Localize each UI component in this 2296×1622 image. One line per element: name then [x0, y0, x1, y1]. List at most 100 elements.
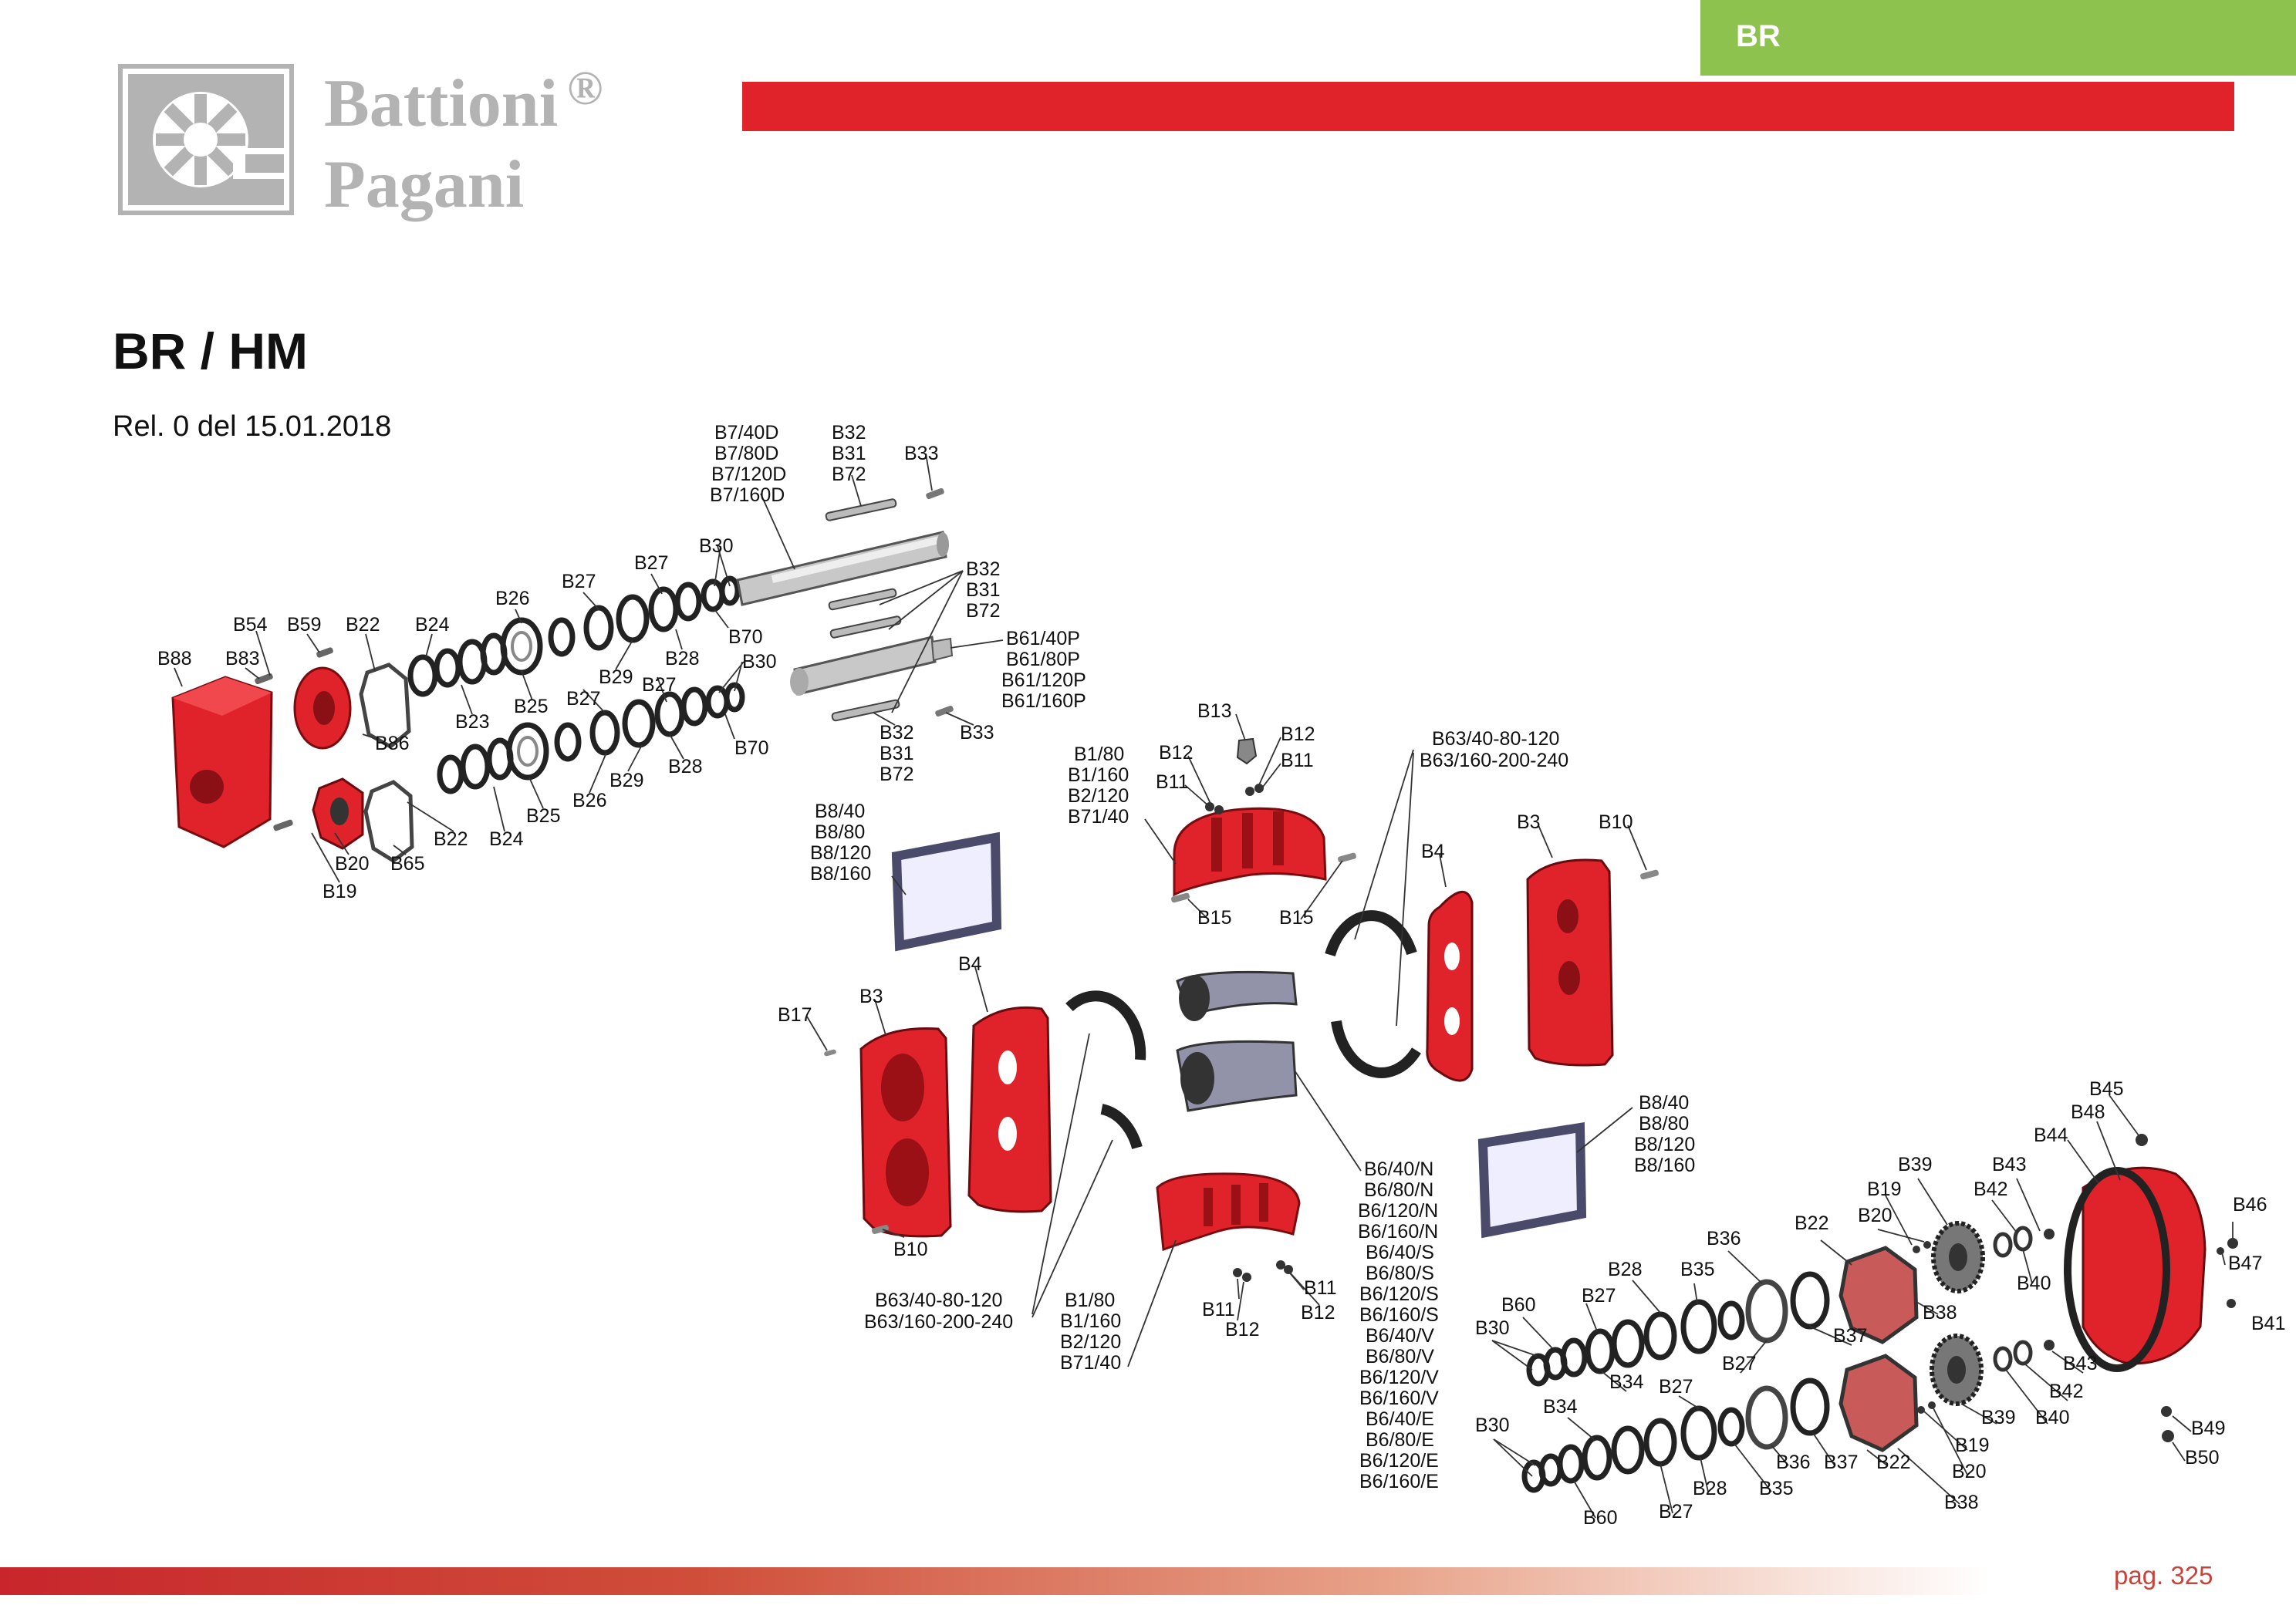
part-label: B6/80/V — [1366, 1346, 1434, 1367]
part-label: B22 — [346, 614, 380, 636]
part-label: B6/80/E — [1366, 1429, 1434, 1451]
part-label: B30 — [699, 535, 733, 557]
nuts-b43-b19-b20 — [1913, 1229, 2055, 1414]
part-label: B19 — [1867, 1179, 1901, 1200]
part-label: B24 — [415, 614, 450, 636]
part-label: B39 — [1898, 1154, 1932, 1175]
part-label: B4 — [958, 953, 982, 975]
part-label: B83 — [225, 648, 259, 669]
part-label: B6/40/V — [1366, 1325, 1434, 1347]
leader-lines — [174, 453, 2234, 1519]
part-label: B7/120D — [711, 464, 786, 485]
gasket-b8-lower — [1477, 1121, 1587, 1239]
gearbox-housing-b88 — [171, 676, 273, 848]
part-label: B44 — [2034, 1125, 2068, 1146]
part-label: B34 — [1609, 1371, 1644, 1393]
part-label: B48 — [2071, 1101, 2105, 1123]
release-date: Rel. 0 del 15.01.2018 — [113, 410, 392, 443]
part-label: B28 — [1693, 1478, 1727, 1499]
part-label: B27 — [1659, 1376, 1693, 1398]
part-label: B61/120P — [1001, 669, 1086, 691]
part-label: B20 — [1952, 1461, 1986, 1482]
battioni-pagani-logo — [118, 64, 294, 215]
fitting-b13 — [1236, 737, 1258, 765]
pins-b33 — [926, 487, 954, 717]
part-label: B19 — [1955, 1435, 1989, 1456]
part-label: B1/160 — [1060, 1310, 1121, 1332]
part-label: B6/80/N — [1364, 1179, 1433, 1201]
part-label: B1/160 — [1068, 764, 1129, 786]
part-label: B10 — [1599, 811, 1633, 833]
vane-seals-b63-upper — [1325, 910, 1421, 1078]
vane-cover-b1-upper — [1173, 807, 1327, 897]
brand-name-line2: Pagani — [324, 147, 525, 222]
part-label: B63/160-200-240 — [1420, 750, 1568, 771]
part-label: B50 — [2185, 1447, 2219, 1469]
part-label: B28 — [665, 648, 699, 669]
part-label: B6/160/S — [1359, 1304, 1439, 1326]
pump-body-b3-right — [1526, 858, 1614, 1067]
part-label: B3 — [859, 986, 883, 1007]
part-label: B15 — [1279, 907, 1313, 929]
part-label: B63/40-80-120 — [875, 1290, 1002, 1311]
part-label: B28 — [1608, 1259, 1642, 1280]
part-label: B47 — [2228, 1253, 2262, 1274]
part-label: B20 — [335, 853, 369, 875]
drive-shaft-b7 — [736, 531, 949, 606]
part-label: B60 — [1501, 1294, 1535, 1316]
part-label: B32 — [832, 422, 866, 443]
part-label: B6/40/S — [1366, 1242, 1434, 1263]
part-label: B38 — [1923, 1302, 1957, 1324]
part-label: B42 — [2049, 1381, 2083, 1402]
part-label: B8/120 — [1634, 1134, 1695, 1155]
part-label: B27 — [634, 552, 668, 574]
gasket-b86 — [359, 663, 411, 750]
part-label: B11 — [1156, 771, 1189, 793]
part-label: B60 — [1583, 1507, 1617, 1529]
part-label: B32 — [966, 558, 1000, 580]
part-label: B6/40/N — [1364, 1158, 1433, 1180]
part-label: B12 — [1225, 1319, 1259, 1340]
part-label: B40 — [2017, 1273, 2051, 1294]
part-label: B61/40P — [1006, 628, 1080, 649]
part-label: B43 — [1992, 1154, 2026, 1175]
part-label: B1/80 — [1074, 744, 1124, 765]
part-label: B30 — [1475, 1317, 1509, 1339]
part-label: B86 — [375, 733, 409, 754]
part-label: B71/40 — [1060, 1352, 1121, 1374]
part-label: B70 — [734, 737, 768, 759]
part-label: B19 — [322, 881, 356, 902]
part-label: B63/160-200-240 — [864, 1311, 1013, 1333]
section-tab[interactable]: BR — [1700, 0, 2296, 76]
part-label: B43 — [2063, 1353, 2097, 1374]
part-label: B6/80/S — [1366, 1263, 1434, 1284]
part-label: B54 — [233, 614, 268, 636]
screws-b11-b12 — [1205, 784, 1293, 1282]
end-plate-b4-right — [1426, 890, 1474, 1082]
part-label: B27 — [1582, 1285, 1616, 1307]
part-label: B29 — [609, 770, 643, 791]
part-label: B25 — [514, 696, 548, 717]
gasket-b22-lower — [363, 780, 414, 864]
part-label: B30 — [1475, 1415, 1509, 1436]
part-label: B63/40-80-120 — [1432, 728, 1559, 750]
part-label: B33 — [960, 722, 994, 744]
covers-b22-right — [1838, 1246, 1919, 1452]
part-label: B26 — [572, 790, 606, 811]
part-label: B6/120/N — [1358, 1200, 1438, 1222]
part-label: B25 — [526, 805, 560, 827]
part-label: B70 — [728, 626, 762, 648]
part-label: B34 — [1543, 1396, 1578, 1418]
registered-mark: ® — [567, 62, 603, 115]
part-label: B2/120 — [1060, 1331, 1121, 1353]
gears-b39 — [1930, 1221, 1985, 1406]
part-label: B8/80 — [1639, 1113, 1689, 1135]
part-label: B27 — [1659, 1501, 1693, 1523]
part-label: B65 — [390, 853, 424, 875]
part-label: B31 — [966, 579, 1000, 601]
part-label: B6/160/N — [1358, 1221, 1438, 1243]
part-label: B39 — [1981, 1407, 2015, 1428]
part-label: B1/80 — [1065, 1290, 1115, 1311]
part-label: B8/160 — [1634, 1155, 1695, 1176]
pump-body-b3-left — [859, 1027, 952, 1238]
